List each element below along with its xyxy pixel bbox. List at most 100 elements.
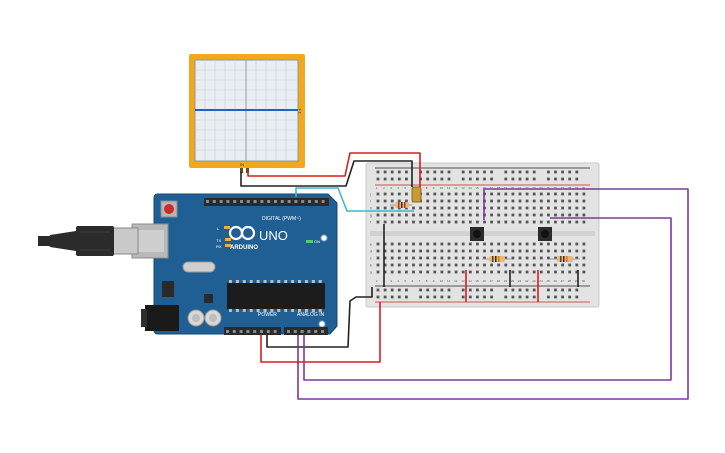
breadboard-column-number: 21	[518, 186, 522, 190]
breadboard-column-number: 30	[582, 186, 586, 190]
breadboard-column-number: 11	[447, 279, 450, 283]
breadboard-column-number: 16	[483, 186, 487, 190]
breadboard-column-number: 13	[461, 186, 465, 190]
power-header[interactable]	[224, 327, 281, 335]
breadboard-column-number: 25	[546, 186, 550, 190]
resistor-component[interactable]	[390, 202, 412, 208]
arduino-uno-board[interactable]: DIGITAL (PWM~) ARDUINO UNO L TX RX ON	[131, 193, 338, 335]
breadboard-holes	[376, 170, 586, 299]
digital-header-pins	[206, 200, 325, 203]
breadboard-column-number: 27	[561, 279, 565, 283]
breadboard-column-number: 23	[532, 279, 536, 283]
breadboard-column-number: 3	[390, 279, 392, 283]
breadboard-column-number: 26	[554, 279, 558, 283]
l-led	[224, 226, 230, 229]
digital-header-label: DIGITAL (PWM~)	[262, 216, 301, 222]
breadboard-row-letter: h	[370, 207, 372, 211]
breadboard-column-number: 17	[490, 279, 494, 283]
breadboard-column-number: 28	[568, 279, 572, 283]
wire-gnd[interactable]	[266, 287, 373, 348]
capacitor-top	[192, 314, 200, 322]
breadboard-row-letter: e	[370, 243, 372, 247]
usb-port-inner	[138, 230, 164, 252]
pushbutton-2[interactable]	[538, 227, 552, 241]
wire-digital-signal[interactable]	[295, 187, 414, 212]
mounting-hole	[318, 320, 326, 328]
breadboard-column-number: 2	[383, 186, 385, 190]
tx-led	[225, 238, 231, 241]
breadboard-column-number: 29	[575, 279, 579, 283]
breadboard-column-number: 25	[546, 279, 550, 283]
oscilloscope-scale-label: 1 s	[297, 109, 302, 114]
rx-led	[225, 244, 231, 247]
bottom-header-pins	[226, 330, 324, 333]
rx-led-label: RX	[216, 244, 222, 249]
breadboard-column-number: 20	[511, 186, 515, 190]
on-led-label: ON	[314, 239, 320, 244]
capacitor-component[interactable]	[411, 186, 422, 203]
breadboard-column-number: 5	[404, 186, 406, 190]
usb-cable[interactable]	[38, 226, 139, 256]
usb-plug-body	[76, 226, 114, 256]
breadboard-row-letter: c	[370, 257, 372, 261]
wire-analog-a0[interactable]	[297, 188, 689, 400]
atmega-chip	[227, 283, 325, 309]
wire-scope-positive[interactable]	[247, 152, 421, 187]
breadboard-column-number: 1	[376, 279, 378, 283]
breadboard-column-numbers: 1122334455667788991010111112121313141415…	[376, 186, 586, 283]
breadboard-row-letter: b	[370, 264, 372, 268]
breadboard-column-number: 20	[511, 279, 515, 283]
usb-plug-metal	[111, 227, 139, 255]
breadboard-column-number: 28	[568, 186, 572, 190]
breadboard-column-number: 29	[575, 186, 579, 190]
wires	[240, 152, 689, 400]
capacitor-top	[209, 314, 217, 322]
breadboard-column-number: 11	[447, 186, 450, 190]
mounting-hole	[320, 234, 328, 242]
reset-button-cap[interactable]	[164, 204, 174, 214]
breadboard-column-number: 26	[554, 186, 558, 190]
breadboard-column-number: 3	[390, 186, 392, 190]
pushbutton-1[interactable]	[470, 227, 484, 241]
breadboard-row-letter: i	[370, 200, 371, 204]
analog-header[interactable]	[284, 327, 328, 335]
breadboard-column-number: 17	[490, 186, 494, 190]
breadboard-column-number: 7	[419, 279, 421, 283]
l-led-label: L	[217, 226, 220, 231]
breadboard-column-number: 14	[468, 186, 472, 190]
oscilloscope-pin-label: IN	[240, 162, 244, 167]
power-jack[interactable]	[145, 305, 179, 331]
breadboard-column-number: 12	[454, 279, 458, 283]
power-header-label: POWER	[258, 312, 277, 318]
on-led	[306, 240, 313, 243]
digital-header[interactable]	[204, 198, 329, 206]
breadboard-column-number: 4	[397, 279, 399, 283]
breadboard-column-number: 8	[426, 279, 428, 283]
breadboard-column-number: 8	[426, 186, 428, 190]
oscilloscope[interactable]: 1 s IN	[189, 54, 305, 173]
breadboard-column-number: 9	[433, 186, 435, 190]
oscilloscope-pin-positive[interactable]	[246, 168, 249, 173]
power-jack-tip	[141, 309, 147, 327]
breadboard-column-number: 23	[532, 186, 536, 190]
breadboard-column-number: 15	[475, 279, 479, 283]
breadboard-column-number: 12	[454, 186, 458, 190]
wire-scope-negative[interactable]	[240, 160, 413, 187]
resistor-component[interactable]	[550, 256, 580, 262]
breadboard-column-number: 21	[518, 279, 522, 283]
resistor-component[interactable]	[482, 256, 512, 262]
breadboard-column-number: 1	[376, 186, 378, 190]
atmega-chip-pins	[229, 280, 322, 312]
breadboard-column-number: 22	[525, 279, 529, 283]
wire-5v[interactable]	[260, 302, 381, 363]
breadboard-column-number: 9	[433, 279, 435, 283]
crystal-oscillator	[182, 261, 216, 273]
breadboard-column-number: 18	[497, 279, 501, 283]
breadboard-row-letter: d	[370, 250, 372, 254]
wire-analog-a1[interactable]	[303, 217, 672, 381]
arduino-logo: ARDUINO	[228, 225, 258, 251]
oscilloscope-pin-negative[interactable]	[240, 168, 243, 173]
breadboard-column-number: 24	[539, 279, 543, 283]
